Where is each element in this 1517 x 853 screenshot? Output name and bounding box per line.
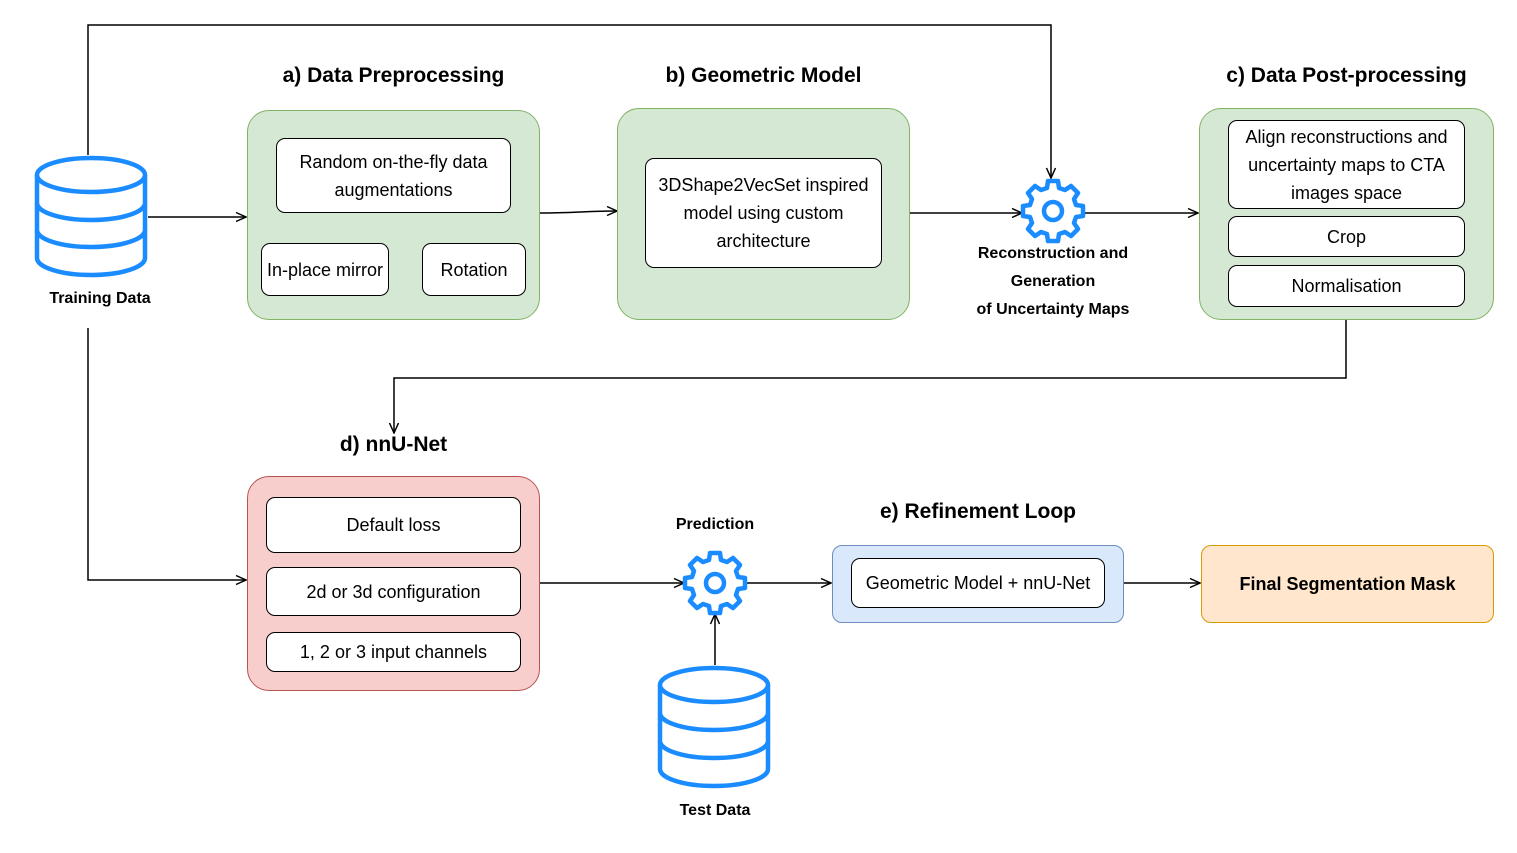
final-segmentation-box: Final Segmentation Mask — [1201, 545, 1494, 623]
geometric-model-box: 3DShape2VecSet inspired model using cust… — [645, 158, 882, 268]
postprocessing-title: c) Data Post-processing — [1226, 64, 1467, 87]
database-icon — [657, 665, 771, 789]
reconstruction-line1: Reconstruction and — [977, 245, 1129, 262]
reconstruction-line2: Generation — [1010, 273, 1096, 290]
preprocessing-title: a) Data Preprocessing — [282, 64, 505, 87]
mirror-box: In-place mirror — [261, 243, 389, 296]
prediction-label: Prediction — [675, 516, 755, 533]
refinement-combo-box: Geometric Model + nnU-Net — [851, 558, 1105, 608]
arrow-postprocess-to-nnunet — [394, 320, 1347, 433]
reconstruction-line3: of Uncertainty Maps — [976, 301, 1130, 318]
gear-icon — [1020, 178, 1086, 244]
align-box: Align reconstructions and uncertainty ma… — [1228, 120, 1465, 209]
geometric-title: b) Geometric Model — [665, 64, 862, 87]
channels-box: 1, 2 or 3 input channels — [266, 632, 521, 672]
arrow-preprocess-to-model — [539, 211, 617, 213]
augmentation-box: Random on-the-fly data augmentations — [276, 138, 511, 213]
nnunet-title: d) nnU-Net — [339, 433, 448, 456]
normalisation-box: Normalisation — [1228, 265, 1465, 307]
arrow-train-to-nnunet — [87, 328, 246, 580]
refinement-title: e) Refinement Loop — [879, 500, 1076, 523]
arrow-top-loop — [87, 24, 1051, 178]
gear-icon — [682, 550, 748, 616]
test-data-label: Test Data — [679, 802, 751, 819]
crop-box: Crop — [1228, 216, 1465, 257]
training-data-label: Training Data — [49, 290, 151, 307]
database-icon — [34, 155, 148, 278]
rotation-box: Rotation — [422, 243, 526, 296]
configuration-box: 2d or 3d configuration — [266, 567, 521, 616]
reconstruction-caption: Reconstruction and Generation of Uncerta… — [953, 240, 1153, 324]
loss-box: Default loss — [266, 497, 521, 553]
